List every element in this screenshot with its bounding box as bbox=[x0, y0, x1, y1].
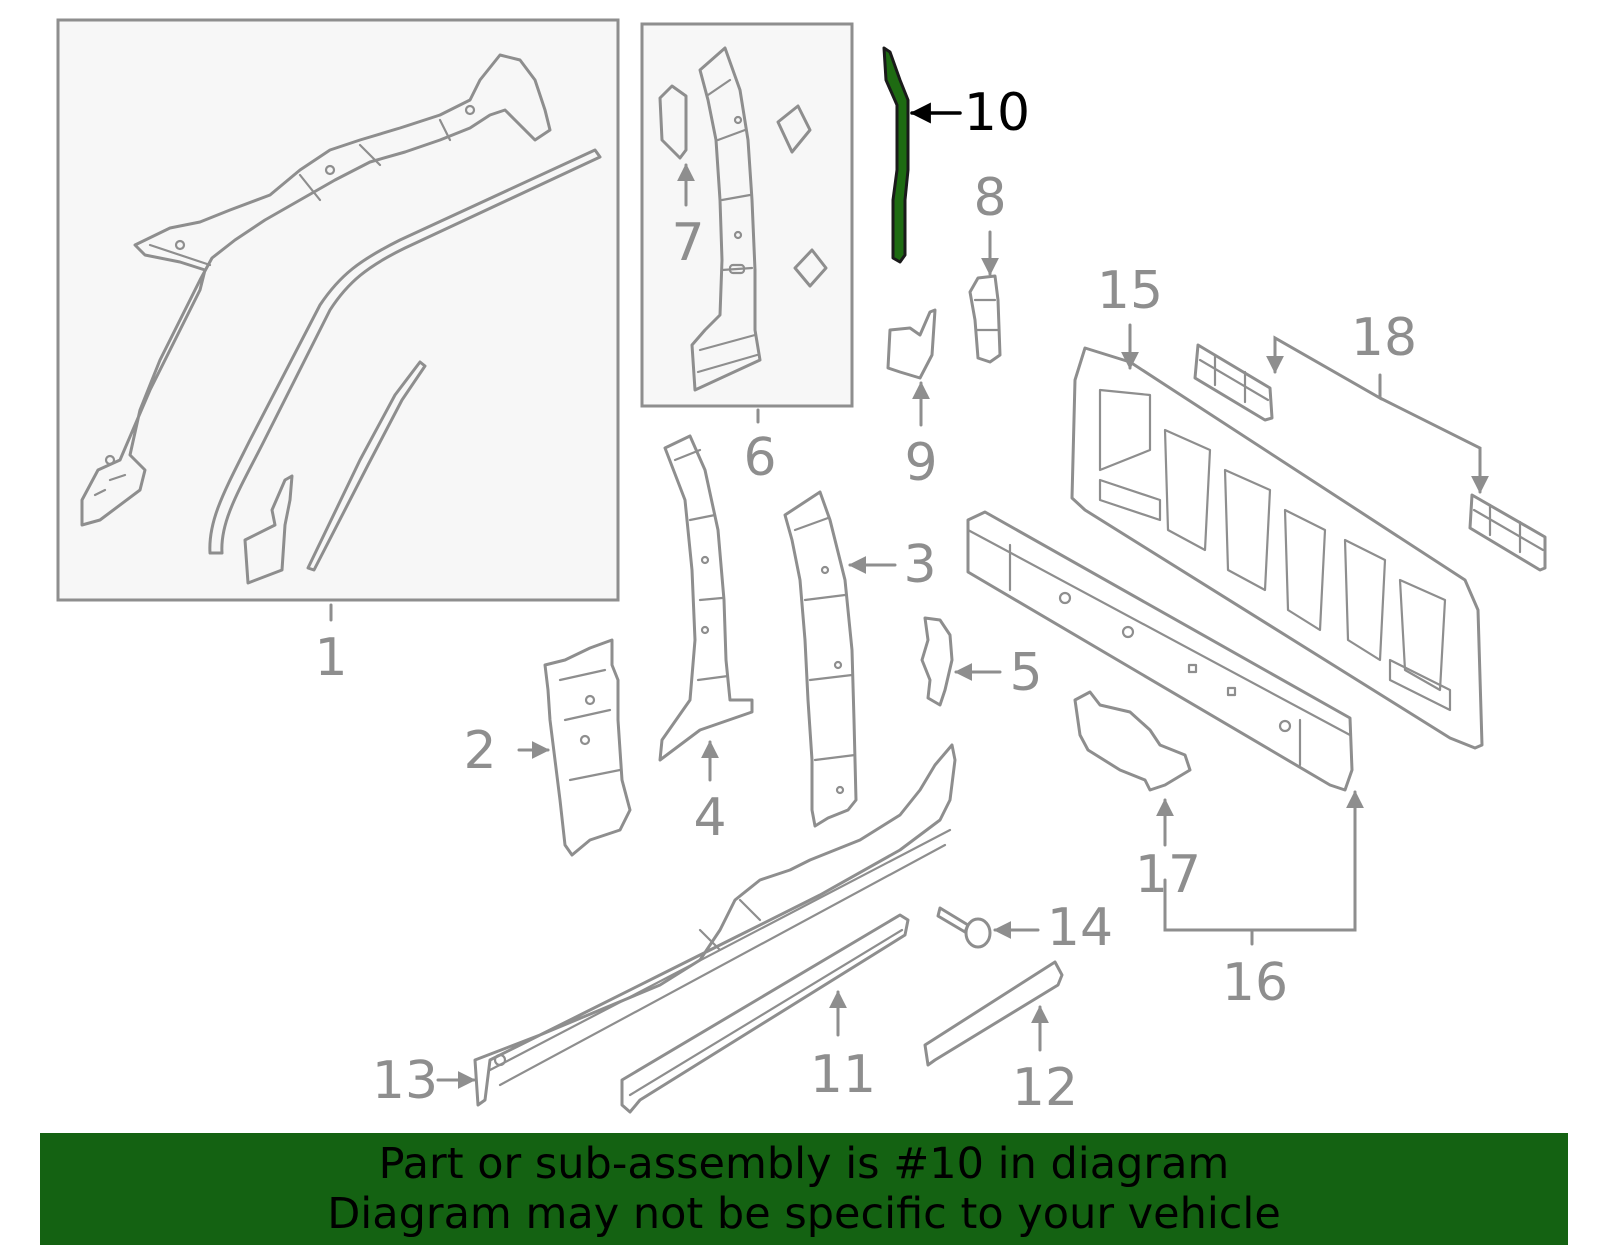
callout-5[interactable]: 5 bbox=[1009, 643, 1042, 703]
part-4-pillar bbox=[658, 434, 754, 762]
part-9-bracket bbox=[886, 308, 937, 380]
part-6-box bbox=[640, 22, 854, 408]
info-banner: Part or sub-assembly is #10 in diagram D… bbox=[40, 1133, 1568, 1245]
part-2-panel bbox=[543, 638, 632, 857]
banner-line-1: Part or sub-assembly is #10 in diagram bbox=[378, 1139, 1230, 1189]
part-5-bracket bbox=[920, 616, 954, 707]
callout-1[interactable]: 1 bbox=[314, 628, 347, 688]
part-3-pillar bbox=[783, 490, 858, 828]
part-8-reinforcement bbox=[968, 274, 1002, 364]
callout-15[interactable]: 15 bbox=[1097, 261, 1163, 321]
callout-11[interactable]: 11 bbox=[810, 1045, 876, 1105]
callout-labels: 1 2 3 4 5 6 7 8 9 10 11 12 13 14 15 16 1… bbox=[314, 83, 1417, 1118]
part-1-bracket bbox=[243, 474, 294, 585]
part-16-crossmember bbox=[966, 510, 1354, 792]
part-17-bracket bbox=[1073, 690, 1192, 792]
callout-16[interactable]: 16 bbox=[1222, 953, 1288, 1013]
callout-6[interactable]: 6 bbox=[743, 428, 776, 488]
part-1-molding bbox=[306, 360, 427, 572]
part-14-bolt bbox=[936, 906, 992, 949]
callout-3[interactable]: 3 bbox=[903, 535, 936, 595]
callout-12[interactable]: 12 bbox=[1012, 1058, 1078, 1118]
part-6-group bbox=[640, 22, 854, 408]
part-10-highlighted[interactable] bbox=[882, 46, 910, 264]
part-12-strip bbox=[923, 960, 1064, 1067]
part-6-patch-b bbox=[793, 248, 828, 288]
callout-9[interactable]: 9 bbox=[904, 433, 937, 493]
callout-17[interactable]: 17 bbox=[1135, 845, 1201, 905]
callout-2[interactable]: 2 bbox=[463, 721, 496, 781]
callout-10[interactable]: 10 bbox=[964, 83, 1030, 143]
part-13-rocker bbox=[473, 743, 957, 1107]
part-7-bracket bbox=[658, 84, 688, 160]
leader-lines bbox=[329, 163, 1489, 1089]
part-6-patch-a bbox=[776, 104, 812, 154]
part-18-vent-upper bbox=[1193, 343, 1274, 422]
callout-14[interactable]: 14 bbox=[1047, 898, 1113, 958]
callout-18[interactable]: 18 bbox=[1351, 308, 1417, 368]
callout-4[interactable]: 4 bbox=[693, 788, 726, 848]
callout-13[interactable]: 13 bbox=[372, 1051, 438, 1111]
callout-8[interactable]: 8 bbox=[973, 168, 1006, 228]
part-6-pillar bbox=[690, 46, 762, 392]
part-18-vent-lower bbox=[1468, 493, 1547, 572]
part-11-sill bbox=[620, 913, 910, 1114]
banner-line-2: Diagram may not be specific to your vehi… bbox=[327, 1189, 1281, 1239]
part-15-back-panel bbox=[1070, 346, 1484, 750]
part-1-group bbox=[56, 18, 620, 602]
part-1-roof-rail bbox=[80, 53, 552, 527]
part-1-box bbox=[56, 18, 620, 602]
callout-7[interactable]: 7 bbox=[671, 213, 704, 273]
part-1-weatherstrip bbox=[208, 148, 602, 555]
